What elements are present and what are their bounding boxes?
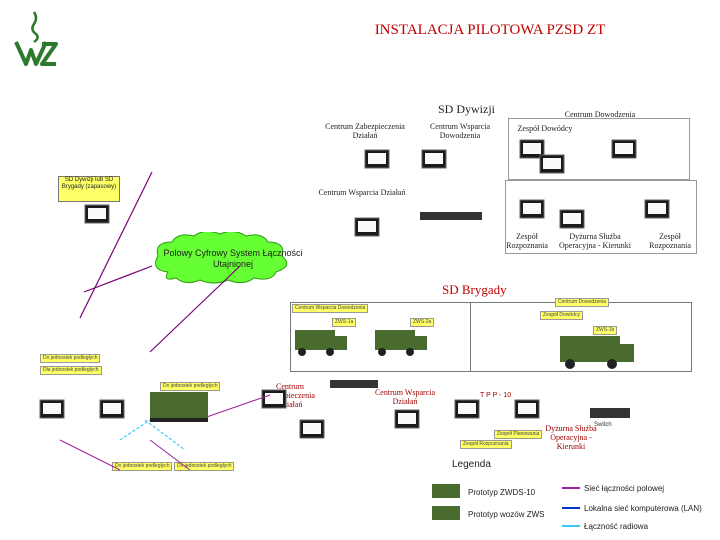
tpp-label: T P P - 10: [480, 392, 512, 399]
battalion-left-label: Do jednostek podległych: [40, 354, 101, 363]
screen-icon: [425, 153, 443, 164]
division-recon-label: Zespół Rozpoznania: [506, 232, 548, 250]
division-action-support-label: Centrum Wsparcia Działań: [318, 188, 406, 197]
workstation-icon: [39, 399, 65, 419]
brigade-support-label: Centrum Wsparcia Dowodzenia: [292, 304, 369, 313]
vehicle-zws-1a-label: ZWS-1a: [332, 318, 357, 327]
screen-icon: [398, 413, 416, 424]
screen-icon: [303, 423, 321, 434]
vehicle-zws-1b-label: ZWS-1b: [593, 326, 618, 335]
sub-units-a-label: Do jednostek podległych: [112, 462, 173, 471]
brigade-heading: SD Brygady: [442, 282, 507, 297]
division-command-support-label: Centrum Wsparcia Dowodzenia: [429, 122, 491, 140]
division-duty-label: Dyżurna Służba Operacyjna - Kierunki: [559, 232, 631, 250]
division-decision-label: Zespół Rozpoznania: [649, 232, 691, 250]
screen-icon: [518, 403, 536, 414]
brigade-command-group-label: Zespół Dowódcy: [540, 311, 583, 320]
screen-icon: [358, 221, 376, 232]
brigade-command-label: Centrum Dowodzenia: [555, 298, 610, 307]
legend-title: Legenda: [452, 459, 491, 470]
division-operations-frame: [505, 180, 697, 254]
legend-item-zws: Prototyp wozów ZWS: [468, 510, 545, 519]
workstation-icon: [99, 399, 125, 419]
screen-icon: [88, 208, 106, 219]
workstation-icon: [299, 419, 325, 439]
division-heading: SD Dywizji: [438, 102, 495, 116]
workstation-icon: [364, 149, 390, 169]
workstation-icon: [421, 149, 447, 169]
division-logistics-label: Centrum Zabezpieczenia Działań: [325, 122, 405, 140]
division-command-frame: [508, 118, 690, 180]
screen-icon: [458, 403, 476, 414]
page-title: INSTALACJA PILOTOWA PZSD ZT: [374, 22, 606, 38]
battalion-note-label: Dla jednostek podległych: [40, 366, 102, 375]
screen-icon: [103, 403, 121, 414]
division-backup-box: SD Dywizji lub SD Brygady (zapasowy): [58, 176, 120, 202]
eagle-emblem-icon: [14, 11, 58, 66]
workstation-icon: [454, 399, 480, 419]
division-command-label: Centrum Dowodzenia: [564, 110, 636, 119]
screen-icon: [43, 403, 61, 414]
legend-item-lan: Lokalna sieć komputerowa (LAN): [584, 504, 702, 513]
zwds-label: ZWDS-10: [156, 396, 200, 407]
wz-logo: [10, 8, 62, 68]
legend-item-field-network: Sieć łączności polowej: [584, 484, 665, 493]
zwds-note-label: Do jednostek podległych: [160, 382, 221, 391]
brigade-logistics-label: Centrum Zabezpieczenia Działań: [265, 382, 315, 409]
workstation-icon: [514, 399, 540, 419]
brigade-action-support-label: Centrum Wsparcia Działań: [374, 388, 436, 406]
sub-units-b-label: Do jednostek podległych: [174, 462, 235, 471]
legend-item-zwds: Prototyp ZWDS-10: [468, 488, 536, 497]
workstation-icon: [394, 409, 420, 429]
brigade-switch-label: Switch: [594, 422, 612, 428]
division-command-group-label: Zespół Dowódcy: [517, 124, 573, 133]
legend-item-radio: Łączność radiowa: [584, 522, 649, 531]
brigade-planning-label: Zespół Planowania: [494, 430, 543, 439]
division-backup-label: SD Dywizji lub SD Brygady (zapasowy): [61, 177, 117, 190]
workstation-icon: [354, 217, 380, 237]
cloud-label: Polowy Cyfrowy System Łączności Utajnion…: [163, 248, 303, 269]
screen-icon: [368, 153, 386, 164]
workstation-icon: [84, 204, 110, 224]
vehicle-zws-2a-label: ZWS-2a: [410, 318, 435, 327]
brigade-duty-label: Dyżurna Służba Operacyjna - Kierunki: [545, 424, 597, 451]
brigade-recon-label: Zespół Rozpoznania: [460, 440, 512, 449]
